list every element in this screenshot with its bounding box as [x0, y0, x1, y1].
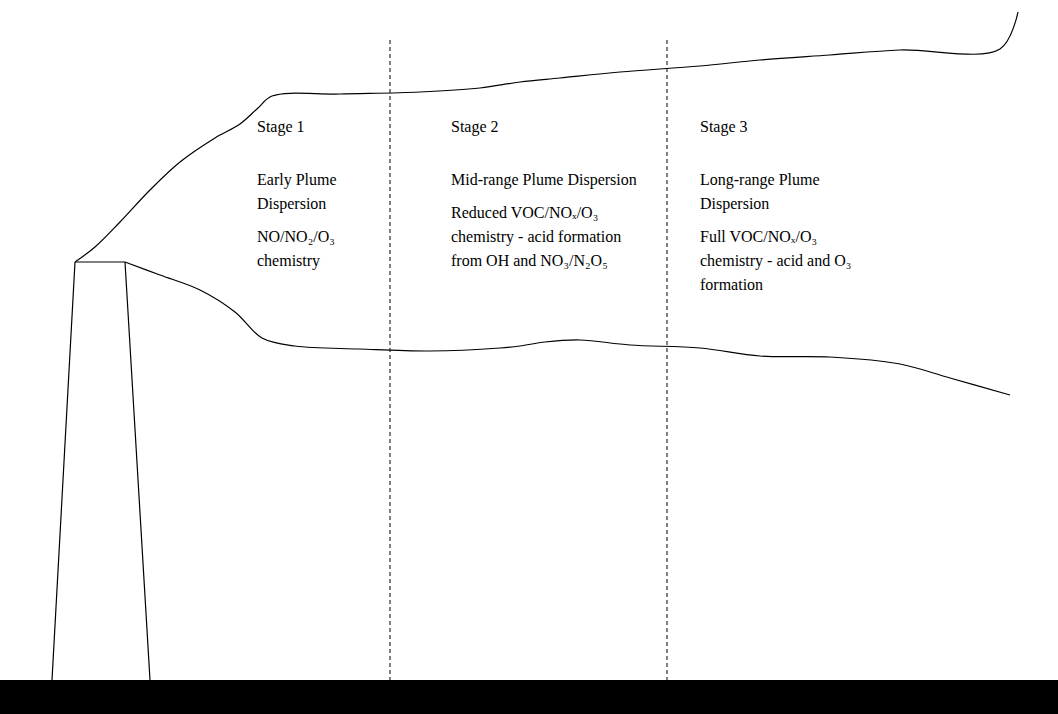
stage-heading: Stage 2: [451, 115, 649, 139]
smokestack: [52, 262, 150, 680]
stage-name: Mid-range Plume Dispersion: [451, 168, 649, 192]
smokestack: [52, 262, 150, 680]
stage-region: Stage 2 Mid-range Plume DispersionReduced…: [451, 115, 649, 275]
stage-divider: [390, 40, 391, 680]
plume-outline: [125, 262, 1010, 395]
stage-region: Stage 1 Early Plume DispersionNO/NO₂/O₃ c…: [257, 115, 375, 275]
stage-region: Stage 3 Long-range Plume DispersionFull V…: [700, 115, 868, 299]
plume-outline: [75, 12, 1018, 262]
plume-outline: [75, 12, 1018, 395]
stage-heading: Stage 3: [700, 115, 868, 139]
ground-bar: [0, 680, 1058, 714]
stage-divider: [667, 40, 668, 680]
chemistry-note: NO/NO₂/O₃ chemistry: [257, 225, 375, 273]
chemistry-note: Full VOC/NOₓ/O₃ chemistry - acid and O₃ …: [700, 225, 868, 297]
stage-name: Early Plume Dispersion: [257, 168, 375, 216]
stage-name: Long-range Plume Dispersion: [700, 168, 868, 216]
chemistry-note: Reduced VOC/NOₓ/O₃ chemistry - acid form…: [451, 201, 649, 273]
stage-heading: Stage 1: [257, 115, 375, 139]
